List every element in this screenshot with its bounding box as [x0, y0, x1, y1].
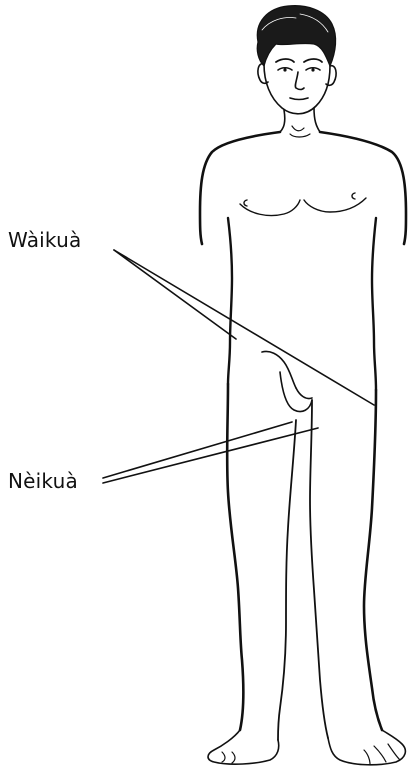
label-waikua: Wàikuà — [8, 228, 81, 252]
groin — [262, 351, 312, 411]
inner-legs — [278, 400, 328, 740]
leader-neikua-upper — [103, 422, 292, 478]
leader-waikua-to-left-thigh — [114, 250, 236, 339]
feet — [208, 730, 405, 765]
leader-lines — [103, 250, 374, 483]
head — [258, 59, 336, 114]
leader-neikua-lower — [103, 428, 318, 483]
neck — [280, 108, 320, 137]
leader-waikua-to-right-thigh — [114, 250, 374, 405]
label-neikua: Nèikuà — [8, 469, 78, 493]
hair — [257, 6, 335, 66]
torso — [228, 218, 376, 390]
legs — [227, 384, 382, 730]
chest — [240, 193, 366, 216]
